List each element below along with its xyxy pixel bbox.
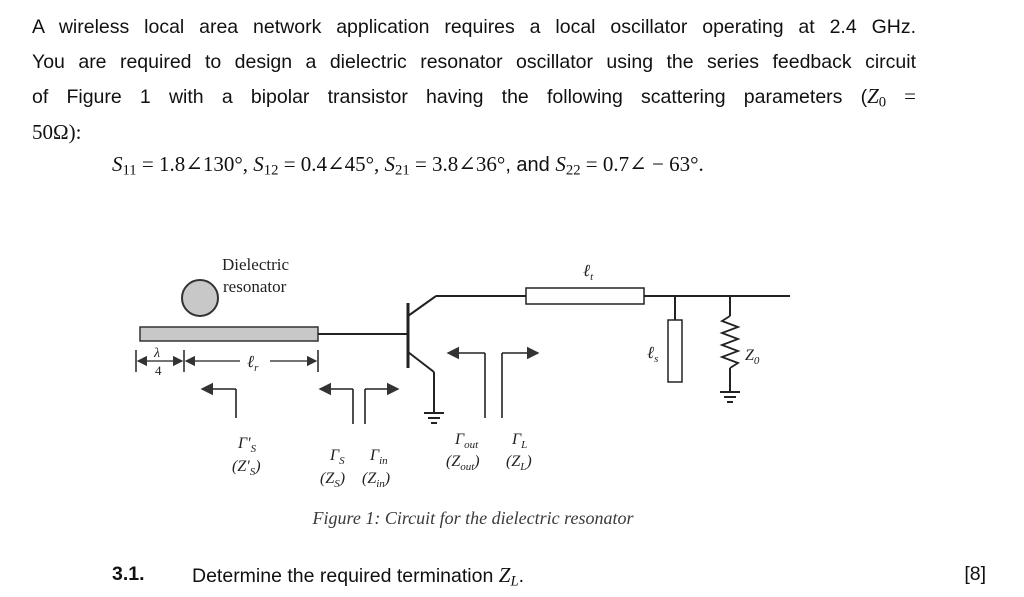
problem-statement: A wireless local area network applicatio… xyxy=(32,10,916,149)
zs-label: (ZS) xyxy=(320,470,345,490)
intro-line-3: of Figure 1 with a bipolar transistor ha… xyxy=(32,84,917,111)
gout-label: Γout xyxy=(454,431,479,451)
gl-label: ΓL xyxy=(511,431,527,451)
dielectric-resonator xyxy=(181,279,219,317)
s-parameters: S11 = 1.8∠130°, S12 = 0.4∠45°, S21 = 3.8… xyxy=(112,152,704,179)
gs-prime-label: Γ′S xyxy=(237,435,257,455)
gs-label: ΓS xyxy=(329,447,345,467)
lr-label: ℓr xyxy=(247,352,259,374)
lt-label: ℓt xyxy=(583,261,594,283)
question-text: Determine the required termination ZL. xyxy=(192,563,525,590)
zs-prime-label: (Z′S) xyxy=(232,458,261,478)
intro-line-4: 50Ω): xyxy=(32,119,82,144)
ls-label: ℓs xyxy=(647,343,658,365)
lt-line xyxy=(525,287,645,305)
gin-label: Γin xyxy=(369,447,388,467)
question-marks: [8] xyxy=(964,563,986,585)
question-number: 3.1. xyxy=(112,563,145,585)
intro-line-2: You are required to design a dielectric … xyxy=(32,50,916,73)
quarter-wave-den: 4 xyxy=(155,363,162,378)
resonator-label-line2: resonator xyxy=(223,277,287,296)
ls-stub xyxy=(667,319,683,383)
resonator-label-line1: Dielectric xyxy=(222,255,289,274)
circuit-figure: Dielectric resonator λ 4 ℓr ℓt ℓs Z0 xyxy=(135,255,790,490)
zl-label: (ZL) xyxy=(506,453,532,473)
figure-caption: Figure 1: Circuit for the dielectric res… xyxy=(312,508,634,528)
quarter-wave-num: λ xyxy=(153,346,160,361)
load-resistor xyxy=(719,315,741,369)
z0-label: Z0 xyxy=(745,347,760,367)
zin-label: (Zin) xyxy=(362,470,390,490)
intro-line-1: A wireless local area network applicatio… xyxy=(32,16,916,38)
zout-label: (Zout) xyxy=(446,453,480,473)
microstrip-line xyxy=(139,326,319,342)
